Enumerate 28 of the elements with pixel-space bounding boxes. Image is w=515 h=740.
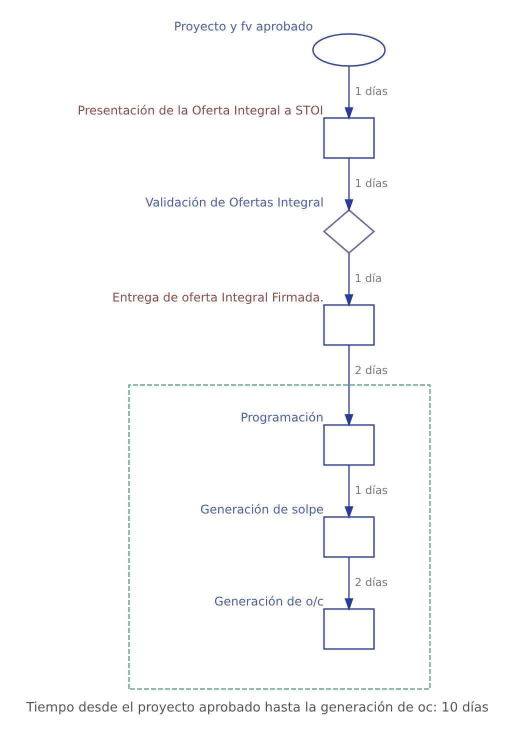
- edge-label: 2 días: [354, 364, 388, 377]
- arrow: [344, 158, 354, 212]
- node-label: Generación de solpe: [200, 502, 324, 517]
- edge-label: 1 días: [354, 176, 388, 190]
- node-box: [323, 117, 375, 159]
- node-box: [323, 424, 375, 466]
- arrow: [344, 465, 354, 519]
- node-box: [323, 304, 375, 346]
- edge-label: 1 día: [354, 272, 382, 285]
- arrow: [344, 345, 354, 427]
- caption: Tiempo desde el proyecto aprobado hasta la generación de oc: 10 días: [26, 700, 489, 716]
- edge-label: 1 días: [354, 484, 388, 497]
- edge-label: 1 días: [354, 84, 388, 98]
- node-label: Proyecto y fv aprobado: [174, 20, 313, 34]
- node-label: Programación: [240, 410, 324, 425]
- node-ellipse: [312, 33, 386, 67]
- node-label: Presentación de la Oferta Integral a STOI: [78, 104, 324, 118]
- node-label: Validación de Ofertas Integral: [145, 196, 324, 210]
- node-label: Entrega de oferta Integral Firmada.: [112, 290, 324, 305]
- node-box: [323, 608, 375, 650]
- arrow: [344, 66, 354, 120]
- node-diamond: [322, 209, 376, 254]
- arrow: [344, 253, 354, 307]
- edge-label: 2 días: [354, 576, 388, 589]
- cluster: [128, 384, 431, 690]
- arrow: [344, 557, 354, 611]
- node-box: [323, 516, 375, 558]
- node-label: Generación de o/c: [214, 594, 324, 609]
